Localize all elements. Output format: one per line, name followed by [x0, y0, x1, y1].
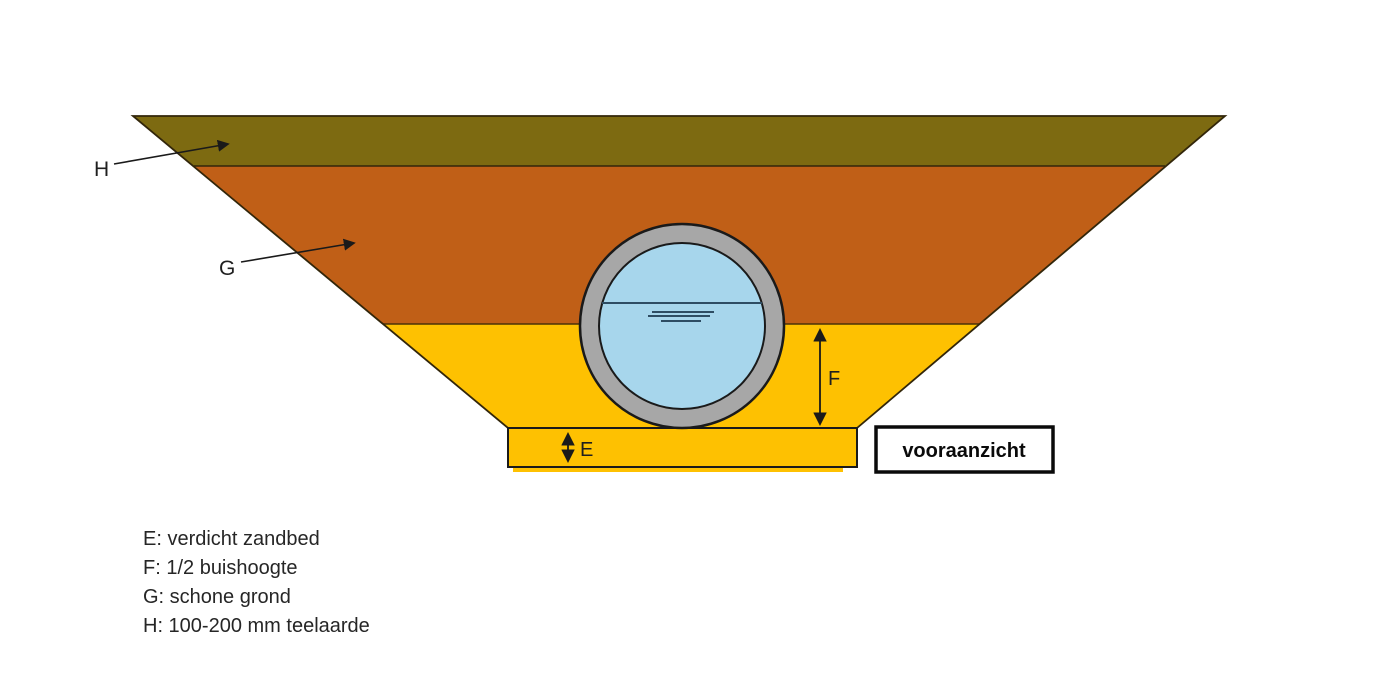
label-e: E: [580, 439, 593, 461]
label-f: F: [828, 368, 840, 390]
topsoil-layer: [133, 116, 1225, 166]
legend: E: verdicht zandbed F: 1/2 buishoogte G:…: [143, 528, 370, 637]
g-leader-arrow: [240, 238, 356, 263]
h-leader-arrow: [113, 139, 230, 165]
label-h: H: [94, 158, 109, 181]
sand-bed: [507, 427, 858, 468]
legend-item-f: F: 1/2 buishoogte: [143, 557, 298, 579]
view-label-box: [874, 425, 1055, 474]
pipe-water: [598, 242, 766, 410]
legend-item-e: E: verdicht zandbed: [143, 528, 320, 550]
view-label-text: vooraanzicht: [902, 440, 1026, 462]
label-g: G: [219, 257, 235, 280]
legend-item-h: H: 100-200 mm teelaarde: [143, 615, 370, 637]
legend-item-g: G: schone grond: [143, 586, 291, 608]
